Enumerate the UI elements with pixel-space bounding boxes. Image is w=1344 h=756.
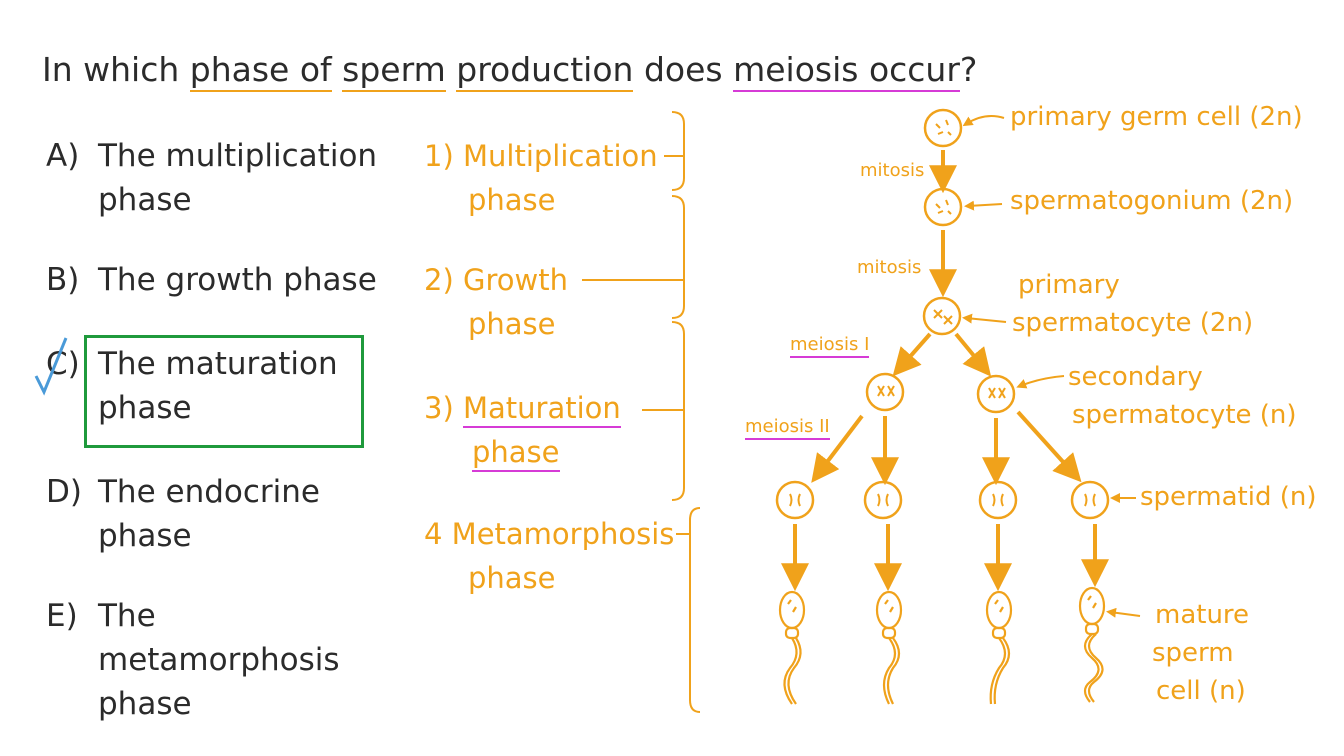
label-primary-spermatocyte-2: spermatocyte (2n) — [1012, 308, 1254, 338]
stage-2: 2) Growth phase — [424, 258, 568, 346]
label-mature-3: cell (n) — [1156, 676, 1246, 706]
option-c[interactable]: C)The maturation phase — [46, 342, 338, 430]
question-prefix: In which — [42, 50, 180, 89]
question-mark: ? — [959, 50, 978, 89]
option-text: phase — [98, 518, 192, 554]
bracket-2 — [671, 195, 685, 319]
sperm-cell-2 — [875, 590, 903, 705]
cell-secondary-left — [865, 372, 905, 412]
stage-brackets — [582, 111, 701, 713]
label-secondary-2: spermatocyte (n) — [1072, 400, 1297, 430]
label-spermatid: spermatid (n) — [1140, 482, 1317, 512]
option-text: The growth phase — [98, 262, 377, 298]
arrows — [781, 150, 1109, 592]
stage-name: Multiplication — [462, 139, 658, 173]
question-sperm: sperm — [342, 50, 446, 92]
option-text: The maturation — [98, 346, 338, 382]
option-text: The — [98, 598, 156, 634]
stage-name: Growth — [462, 263, 568, 297]
option-e[interactable]: E) The metamorphosis phase — [46, 594, 340, 726]
cell-spermatid-4 — [1070, 480, 1110, 520]
option-a[interactable]: A) The multiplication phase — [46, 134, 377, 222]
stage-1: 1) Multiplication phase — [424, 134, 658, 222]
stage-word: phase — [468, 561, 556, 595]
cell-primary-spermatocyte — [922, 296, 962, 336]
correct-answer-box — [84, 335, 364, 448]
stage-name: Maturation — [462, 391, 621, 428]
question-meiosis-occur: meiosis occur — [733, 50, 960, 92]
stage-num: 2) — [424, 263, 454, 297]
label-secondary-1: secondary — [1068, 362, 1203, 392]
bracket-4 — [689, 507, 701, 713]
bracket-1 — [671, 111, 685, 191]
stage-word: phase — [472, 435, 560, 472]
cell-primary-germ — [923, 108, 963, 148]
question-phase-of: phase of — [189, 50, 332, 92]
option-text: phase — [98, 390, 192, 426]
stage-num: 1) — [424, 139, 454, 173]
option-letter: A) — [46, 138, 80, 174]
option-text: phase — [98, 182, 192, 218]
sperm-cell-3 — [985, 590, 1013, 705]
label-mitosis-1: mitosis — [860, 160, 925, 181]
stage-word: phase — [468, 183, 556, 217]
sperm-cell-1 — [778, 590, 806, 705]
question-does: does — [643, 50, 723, 89]
option-letter: B) — [46, 262, 80, 298]
cell-spermatid-3 — [978, 480, 1018, 520]
option-d[interactable]: D) The endocrine phase — [46, 470, 320, 558]
sperm-cells — [778, 586, 1106, 705]
label-meiosis-1: meiosis I — [790, 334, 870, 358]
label-meiosis-2: meiosis II — [745, 416, 830, 440]
option-text: metamorphosis — [98, 642, 340, 678]
stage-name: Metamorphosis — [451, 517, 675, 551]
check-icon — [34, 337, 68, 396]
label-primary-spermatocyte-1: primary — [1018, 270, 1120, 300]
stage-num: 3) — [424, 391, 454, 425]
stage-num: 4 — [424, 517, 443, 551]
label-primary-germ-cell: primary germ cell (2n) — [1010, 102, 1303, 132]
option-b[interactable]: B) The growth phase — [46, 258, 377, 302]
label-mitosis-2: mitosis — [857, 257, 922, 278]
stage-3: 3) Maturation phase — [424, 386, 621, 474]
label-mature-2: sperm — [1152, 638, 1234, 668]
cell-spermatid-1 — [775, 480, 815, 520]
cell-spermatid-2 — [863, 480, 903, 520]
question-production: production — [456, 50, 634, 92]
question-text: In which phase of sperm production does … — [42, 50, 978, 92]
option-text: The endocrine — [98, 474, 320, 510]
label-mature-1: mature — [1155, 600, 1250, 630]
option-letter: D) — [46, 474, 82, 510]
stage-4: 4 Metamorphosis phase — [424, 512, 674, 600]
option-text: The multiplication — [98, 138, 378, 174]
sperm-cell-4 — [1078, 586, 1106, 703]
option-text: phase — [98, 686, 192, 722]
label-spermatogonium: spermatogonium (2n) — [1010, 186, 1294, 216]
option-letter: E) — [46, 598, 78, 634]
stage-word: phase — [468, 307, 556, 341]
cell-spermatogonium — [923, 187, 963, 227]
cell-secondary-right — [976, 374, 1016, 414]
